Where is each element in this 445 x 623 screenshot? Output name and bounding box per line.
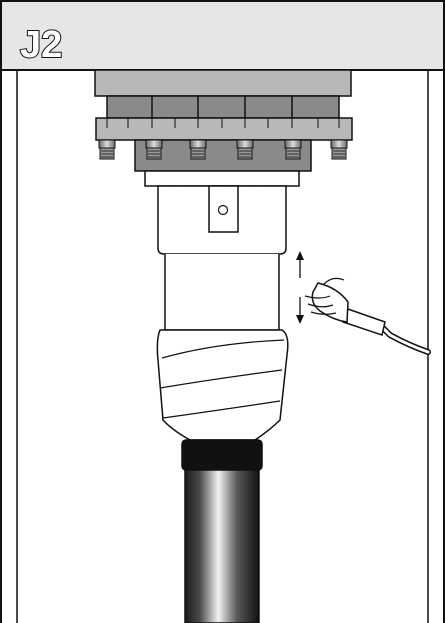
header-band [2, 2, 443, 70]
pipe [184, 469, 260, 623]
tape-seam-2 [159, 369, 283, 389]
collar [181, 439, 263, 471]
mounting-plate-top [94, 69, 352, 97]
flange-bolt [189, 139, 207, 160]
step-label: J2 [20, 24, 62, 66]
flange-bolt [330, 139, 348, 160]
hand-holding-tool-icon [304, 277, 431, 355]
sleeve [164, 254, 280, 331]
flange-bolts [98, 139, 348, 160]
flange-bolt [284, 139, 302, 160]
adapter-plate [144, 170, 300, 187]
flange-bolt [145, 139, 163, 160]
flange-bolt [98, 139, 116, 160]
bracket-hole [217, 204, 229, 216]
tape-seam-1 [161, 339, 285, 359]
tape-seam-3 [162, 400, 281, 419]
double-arrow-up-down-icon [296, 251, 304, 324]
flange-plate [95, 117, 353, 141]
flange-bolt [236, 139, 254, 160]
block-segments [106, 95, 340, 119]
